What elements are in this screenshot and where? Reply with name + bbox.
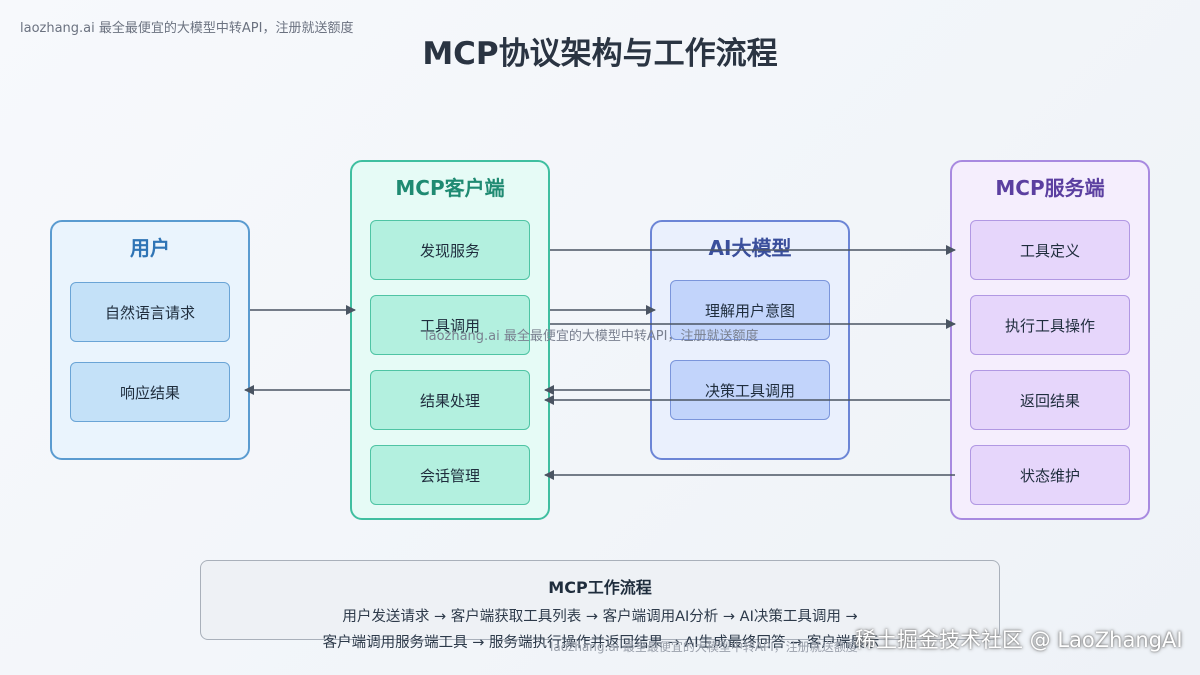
watermark-bottom: laozhang.ai 最全最便宜的大模型中转API，注册就送额度	[550, 640, 858, 654]
watermark-middle: laozhang.ai 最全最便宜的大模型中转API，注册就送额度	[425, 329, 759, 344]
workflow-box: MCP工作流程 用户发送请求 → 客户端获取工具列表 → 客户端调用AI分析 →…	[200, 560, 1000, 651]
server-item-state-maintenance: 状态维护	[970, 445, 1130, 505]
user-panel: 用户 自然语言请求 响应结果	[50, 220, 250, 460]
client-panel: MCP客户端 发现服务 工具调用 结果处理 会话管理	[350, 160, 550, 520]
workflow-line-2: 客户端调用服务端工具 → 服务端执行操作并返回结果 → AI生成最终回答 → 客…	[322, 635, 880, 651]
ai-item-decide-tool-call: 决策工具调用	[670, 360, 830, 420]
client-item-tool-call: 工具调用	[370, 295, 530, 355]
server-item-return-result: 返回结果	[970, 370, 1130, 430]
ai-panel: AI大模型 理解用户意图 决策工具调用	[650, 220, 850, 460]
server-panel: MCP服务端 工具定义 执行工具操作 返回结果 状态维护	[950, 160, 1150, 520]
watermark-top: laozhang.ai 最全最便宜的大模型中转API，注册就送额度	[20, 21, 354, 36]
client-item-discover-service: 发现服务	[370, 220, 530, 280]
server-item-execute-tool: 执行工具操作	[970, 295, 1130, 355]
ai-item-understand-intent: 理解用户意图	[670, 280, 830, 340]
client-item-session-management: 会话管理	[370, 445, 530, 505]
user-item-response-result: 响应结果	[70, 362, 230, 422]
server-item-tool-definition: 工具定义	[970, 220, 1130, 280]
workflow-title: MCP工作流程	[548, 578, 652, 597]
ai-panel-title: AI大模型	[708, 236, 792, 260]
workflow-line-1: 用户发送请求 → 客户端获取工具列表 → 客户端调用AI分析 → AI决策工具调…	[342, 609, 858, 625]
server-panel-title: MCP服务端	[995, 176, 1105, 200]
client-panel-title: MCP客户端	[395, 176, 505, 200]
page-title: MCP协议架构与工作流程	[422, 36, 778, 72]
user-item-natural-language-request: 自然语言请求	[70, 282, 230, 342]
juejin-watermark: 稀土掘金技术社区 @ LaoZhangAI	[855, 628, 1183, 652]
client-item-result-handling: 结果处理	[370, 370, 530, 430]
user-panel-title: 用户	[130, 236, 170, 260]
